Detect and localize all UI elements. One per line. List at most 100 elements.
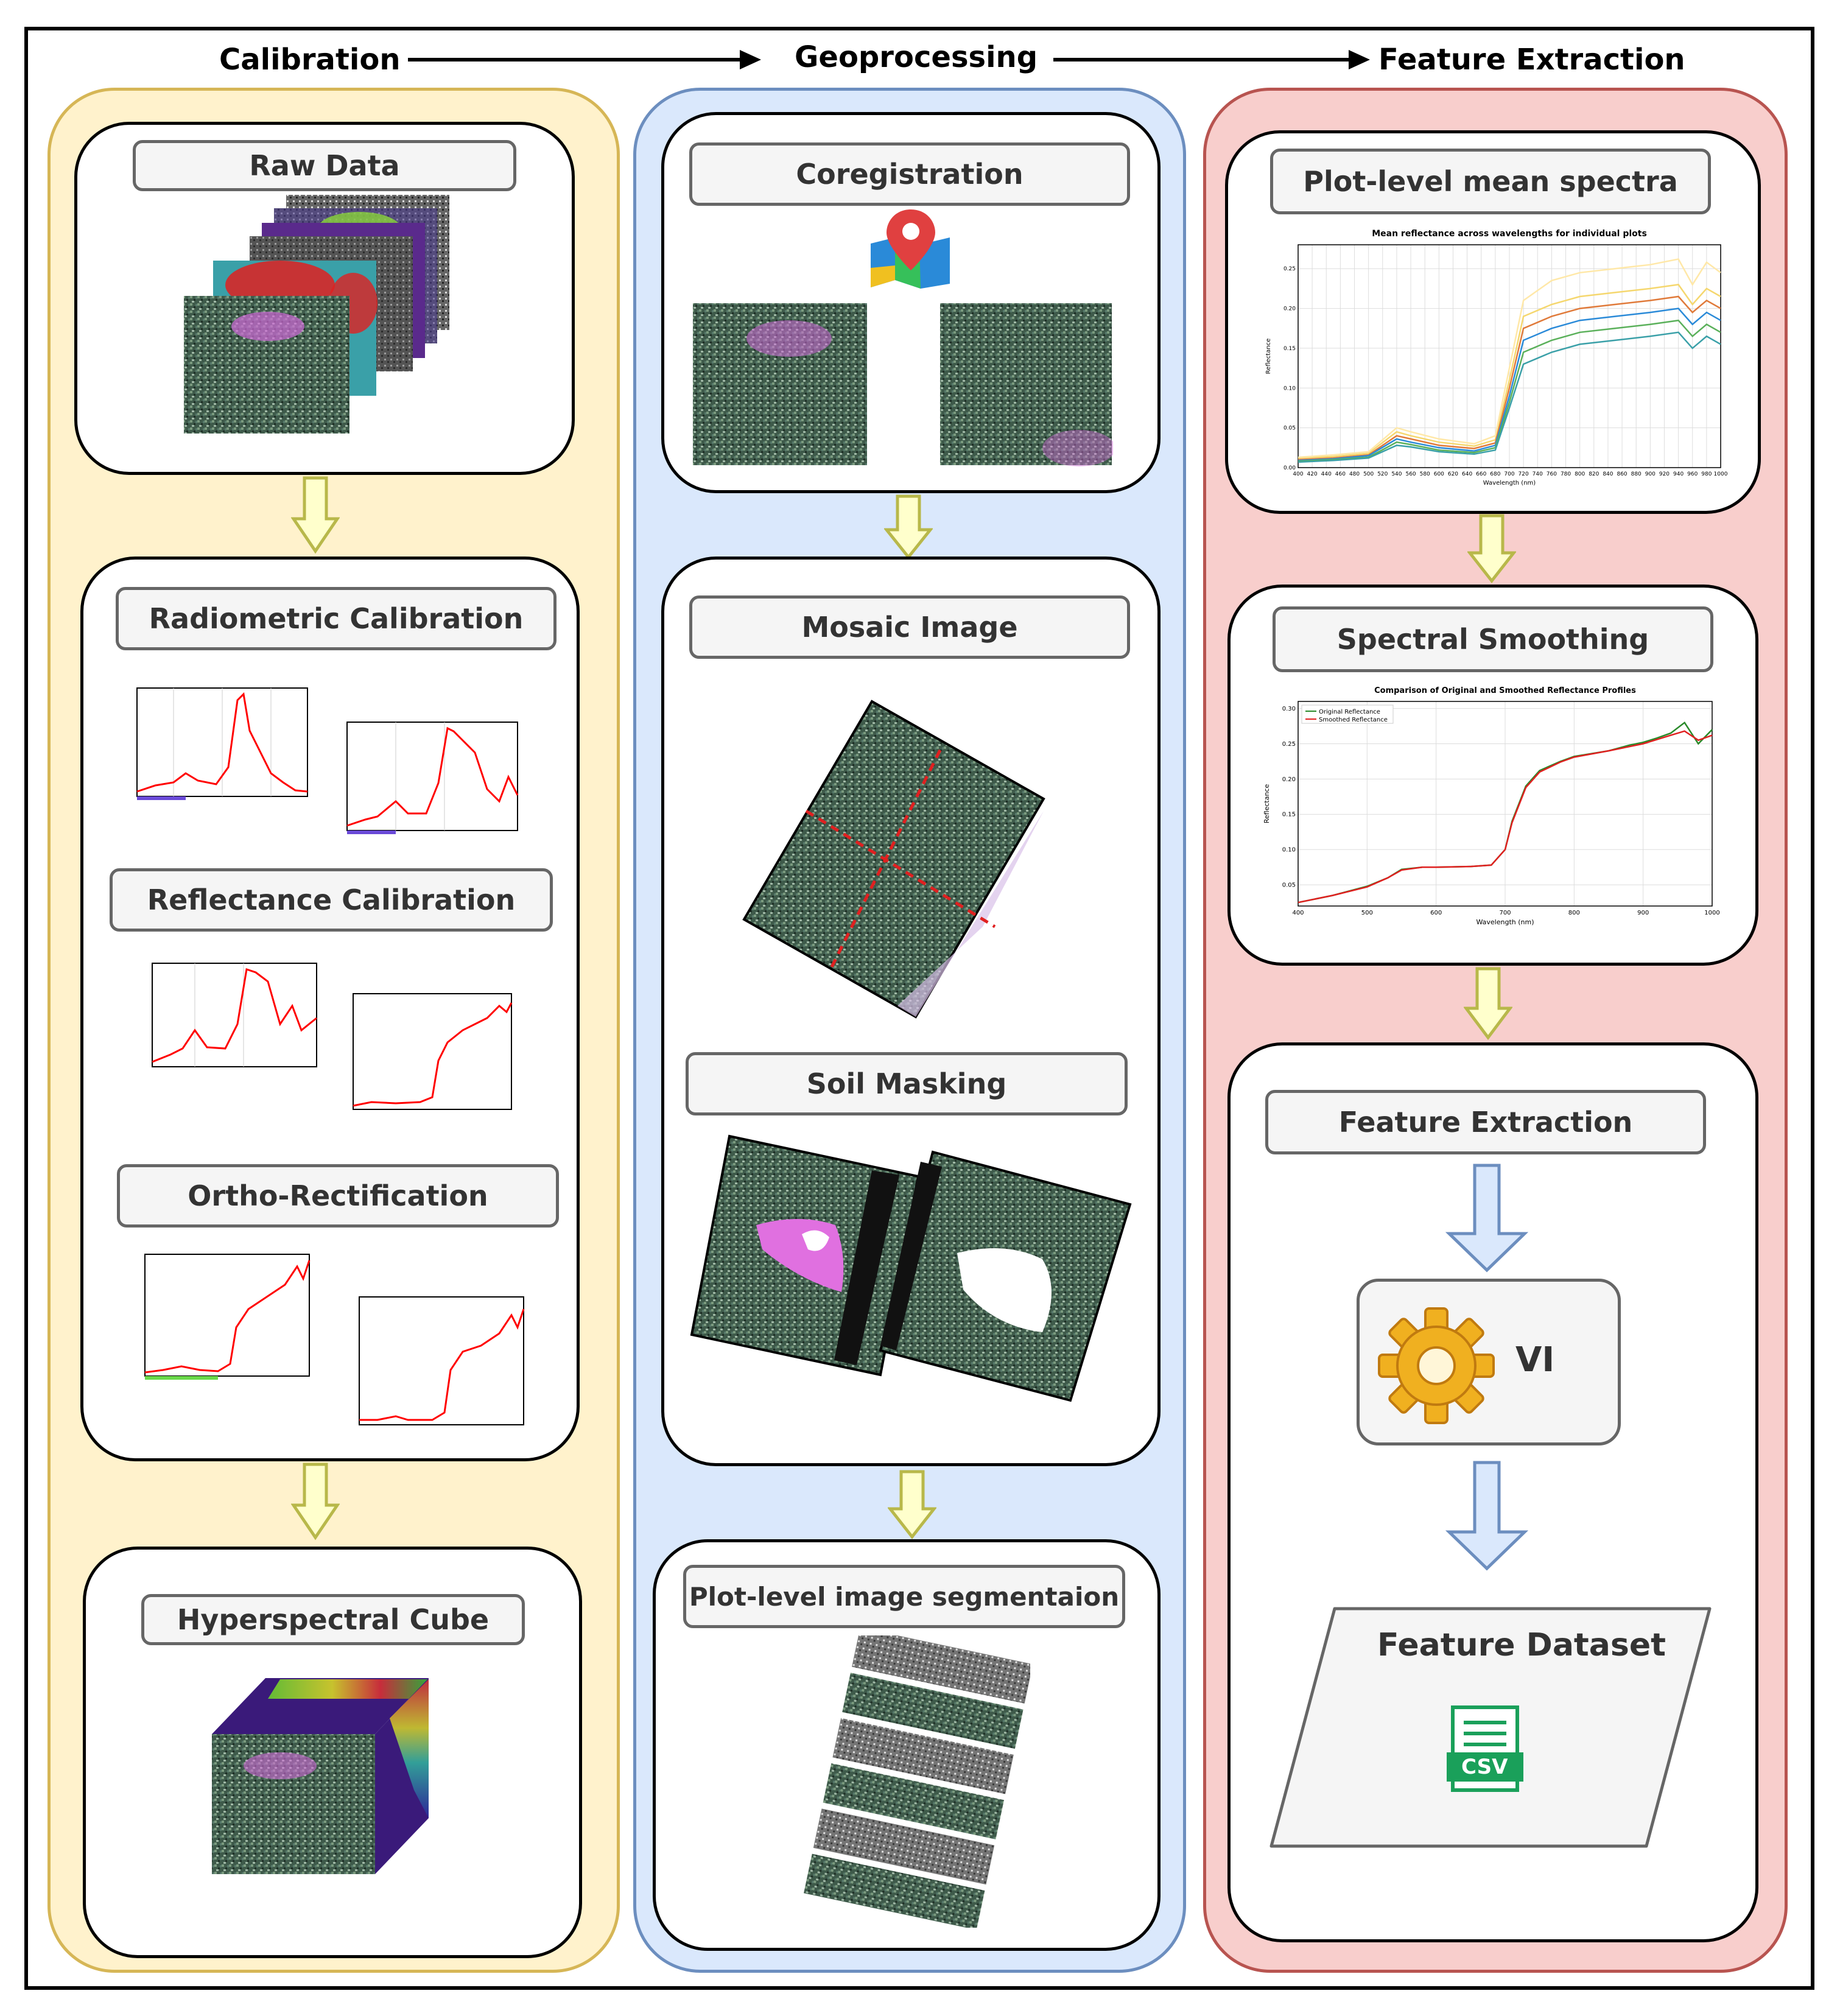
legend-label: Smoothed Reflectance [1319,717,1388,723]
x-tick-label: 900 [1645,471,1656,477]
x-tick-label: 960 [1687,471,1698,477]
series-line [1297,730,1713,904]
x-tick-label: 840 [1603,471,1613,477]
y-tick-label: 0.00 [1283,465,1296,471]
chart-title: Mean reflectance across wavelengths for … [1372,229,1647,239]
feature-extraction-label: Feature Extraction [1265,1090,1706,1154]
x-tick-label: 980 [1701,471,1712,477]
hyperspectral-cube-image [212,1678,429,1874]
y-tick-label: 0.25 [1283,266,1296,272]
csv-label: CSV [1461,1755,1508,1779]
x-tick-label: 820 [1589,471,1599,477]
spectral-smoothing-chart: Comparison of Original and Smoothed Refl… [1255,682,1730,938]
ortho-plot-1 [144,1254,311,1380]
series-line [1297,284,1721,459]
x-tick-label: 860 [1617,471,1627,477]
plot-frame [1297,701,1713,907]
segmentation-image [804,1635,1030,1928]
stage-title-geoprocessing: Geoprocessing [795,40,1038,74]
y-tick-label: 0.10 [1283,385,1296,392]
chart-title: Comparison of Original and Smoothed Refl… [1374,686,1636,695]
x-tick-label: 940 [1673,471,1684,477]
mosaic-image [742,700,1045,1019]
chart-background [1255,225,1730,493]
legend-box [1301,704,1394,724]
x-tick-label: 720 [1519,471,1529,477]
hyperspectral-cube-label: Hyperspectral Cube [141,1594,525,1645]
vi-box: VI [1357,1279,1621,1445]
y-tick-label: 0.05 [1283,426,1296,432]
down-arrow-cal-2 [291,1463,340,1540]
x-tick-label: 420 [1307,471,1318,477]
raw-data-label: Raw Data [133,140,516,191]
x-tick-label: 660 [1476,471,1486,477]
soil-masking-label: Soil Masking [686,1052,1128,1115]
radiometric-plot-2 [346,722,519,834]
stage-title-calibration: Calibration [219,43,401,77]
mean-spectra-label: Plot-level mean spectra [1270,149,1711,214]
y-tick-label: 0.20 [1283,306,1296,312]
x-tick-label: 500 [1361,910,1373,916]
y-tick-label: 0.20 [1282,776,1296,783]
csv-file-icon [1447,1705,1523,1792]
x-tick-label: 920 [1659,471,1670,477]
stage-arrow-1 [408,50,761,69]
y-tick-label: 0.15 [1282,812,1296,818]
down-arrow-geo-2 [888,1470,936,1540]
coregistration-image-1 [693,303,867,465]
down-arrow-fe-2 [1464,967,1512,1041]
down-arrow-cal-1 [291,476,340,554]
x-tick-label: 600 [1430,910,1442,916]
vi-label: VI [1515,1340,1555,1380]
y-axis-label: Reflectance [1265,339,1272,374]
map-pin-icon [871,209,950,289]
series-line [1297,258,1721,458]
x-tick-label: 400 [1293,471,1303,477]
x-tick-label: 440 [1321,471,1332,477]
x-tick-label: 480 [1349,471,1360,477]
x-tick-label: 700 [1499,910,1511,916]
y-tick-label: 0.05 [1282,882,1296,889]
spectral-smoothing-label: Spectral Smoothing [1273,606,1713,672]
series-line [1297,307,1721,462]
mean-spectra-chart: Mean reflectance across wavelengths for … [1255,225,1730,493]
y-tick-label: 0.25 [1282,741,1296,748]
reflectance-plot-1 [152,963,317,1067]
raw-data-stack-image [184,195,449,434]
segmentation-label: Plot-level image segmentaion [683,1565,1125,1628]
y-axis-label: Reflectance [1263,784,1271,824]
stage-arrow-2 [1053,50,1370,69]
radiometric-calibration-label: Radiometric Calibration [116,587,557,650]
coregistration-label: Coregistration [689,142,1130,206]
x-tick-label: 900 [1637,910,1649,916]
y-tick-label: 0.10 [1282,847,1296,854]
x-tick-label: 600 [1434,471,1444,477]
plot-frame [1297,244,1721,468]
x-tick-label: 740 [1533,471,1543,477]
x-tick-label: 540 [1391,471,1402,477]
x-tick-label: 880 [1631,471,1642,477]
x-axis-label: Wavelength (nm) [1476,918,1534,926]
x-tick-label: 800 [1568,910,1580,916]
y-tick-label: 0.15 [1283,346,1296,352]
x-tick-label: 800 [1575,471,1585,477]
y-tick-label: 0.30 [1282,706,1296,712]
x-tick-label: 760 [1547,471,1557,477]
reflectance-plot-2 [353,993,513,1110]
x-tick-label: 620 [1448,471,1458,477]
x-tick-label: 780 [1561,471,1571,477]
coregistration-image-2 [940,303,1113,466]
down-arrow-fe-3 [1445,1164,1528,1273]
x-tick-label: 680 [1490,471,1500,477]
gear-icon [1378,1307,1495,1424]
series-line [1297,295,1721,461]
x-tick-label: 560 [1405,471,1416,477]
reflectance-calibration-label: Reflectance Calibration [110,868,553,932]
down-arrow-fe-4 [1445,1461,1528,1571]
soil-masking-image-1 [690,1134,920,1377]
x-tick-label: 500 [1363,471,1374,477]
series-line [1297,331,1721,463]
mosaic-image-label: Mosaic Image [689,595,1130,659]
x-tick-label: 1000 [1704,910,1719,916]
soil-masking-image-2 [879,1150,1132,1402]
